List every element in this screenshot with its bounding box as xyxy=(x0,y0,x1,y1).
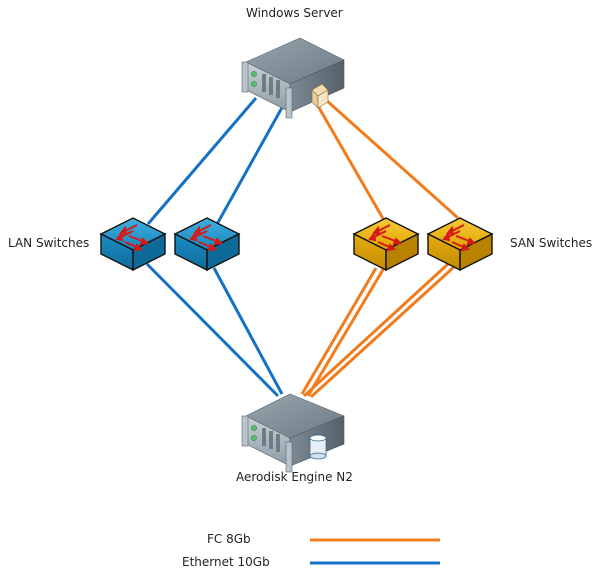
fc-link-san2-storage-a xyxy=(302,262,450,398)
fc-link-san2-storage-b xyxy=(309,264,457,399)
san-switch-2-icon[interactable] xyxy=(426,217,494,272)
san-switch-1-icon[interactable] xyxy=(352,217,420,272)
windows-server-icon[interactable] xyxy=(241,37,345,119)
lan-switches-label: LAN Switches xyxy=(8,236,90,250)
fc-link-server-san2 xyxy=(325,98,459,220)
san-switches-label: SAN Switches xyxy=(510,236,593,250)
ethernet-link-server-lan2 xyxy=(214,103,286,227)
lan-switch-2-icon[interactable] xyxy=(173,217,241,272)
ethernet-link-server-lan1 xyxy=(146,97,258,225)
legend-fc-label: FC 8Gb xyxy=(207,532,251,546)
fc-link-server-san1 xyxy=(316,105,387,223)
links-layer xyxy=(145,97,459,399)
aerodisk-engine-label: Aerodisk Engine N2 xyxy=(236,470,353,484)
aerodisk-storage-icon[interactable] xyxy=(241,393,345,473)
database-icon xyxy=(309,434,327,460)
fc-link-san1-storage-b xyxy=(306,267,386,397)
ethernet-link-lan1-storage xyxy=(145,262,280,398)
ethernet-link-lan2-storage xyxy=(212,267,284,395)
hba-card-icon xyxy=(311,83,329,109)
fc-link-san1-storage-a xyxy=(300,267,378,395)
windows-server-label: Windows Server xyxy=(246,6,343,20)
legend-ethernet-label: Ethernet 10Gb xyxy=(182,555,270,569)
lan-switch-1-icon[interactable] xyxy=(99,217,167,272)
